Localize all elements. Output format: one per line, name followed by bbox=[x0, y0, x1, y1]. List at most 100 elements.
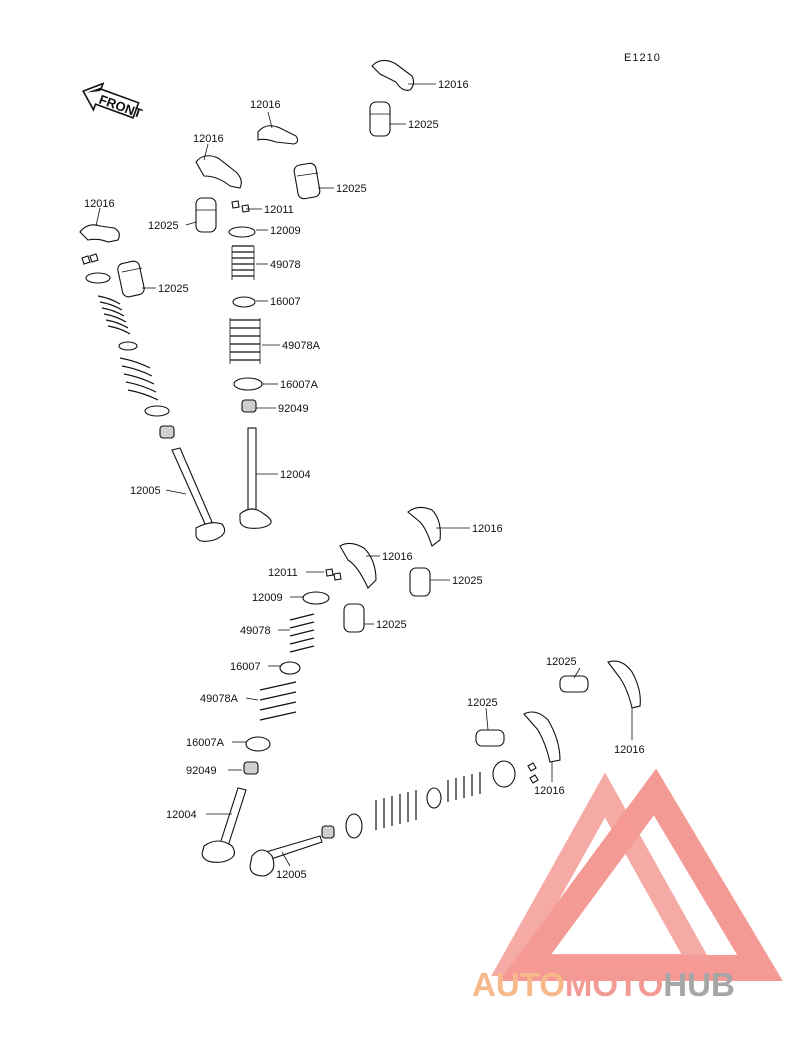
part-label: 12025 bbox=[148, 220, 179, 232]
rocker-arm bbox=[607, 660, 641, 709]
part-label: 12025 bbox=[336, 183, 367, 195]
watermark-logo-mark bbox=[491, 768, 783, 981]
exhaust-valve bbox=[171, 447, 226, 542]
tappet bbox=[559, 675, 589, 693]
upper-left-valve-assembly bbox=[79, 224, 226, 542]
part-label: 12025 bbox=[452, 575, 483, 587]
spring-retainer bbox=[85, 272, 111, 284]
part-label: 16007A bbox=[186, 737, 225, 749]
watermark-moto: MOTO bbox=[565, 966, 663, 1003]
stem-seal bbox=[159, 425, 175, 439]
part-label: 12011 bbox=[264, 204, 294, 216]
spring-seat-lower bbox=[345, 813, 363, 839]
part-label: 12005 bbox=[130, 485, 161, 497]
stem-seal bbox=[321, 825, 335, 839]
part-label: 12016 bbox=[438, 79, 469, 91]
rocker-arm bbox=[371, 59, 415, 91]
part-label: 12004 bbox=[166, 809, 197, 821]
leader-lines bbox=[95, 83, 633, 867]
part-label: 12016 bbox=[534, 785, 565, 797]
part-label: 12009 bbox=[270, 225, 301, 237]
part-label: 16007 bbox=[230, 661, 261, 673]
spring-retainer bbox=[228, 226, 256, 238]
spring-seat bbox=[118, 341, 138, 351]
tappet bbox=[475, 729, 505, 747]
part-label: 49078 bbox=[240, 625, 271, 637]
part-label: 12025 bbox=[158, 283, 189, 295]
tappet bbox=[343, 603, 365, 633]
valve-keeper bbox=[231, 200, 240, 209]
part-labels: 12016 12025 12016 12025 12016 12011 1202… bbox=[84, 79, 645, 881]
lower-left-valve-assembly bbox=[201, 568, 342, 863]
part-label: 12025 bbox=[376, 619, 407, 631]
part-label: 49078A bbox=[200, 693, 239, 705]
inner-spring bbox=[447, 772, 481, 802]
part-label: 12025 bbox=[546, 656, 577, 668]
spring-seat bbox=[232, 296, 256, 308]
part-label: 12016 bbox=[193, 133, 224, 145]
part-label: 12016 bbox=[382, 551, 413, 563]
inner-spring bbox=[231, 245, 255, 280]
rocker-arm bbox=[339, 542, 377, 589]
spring-retainer bbox=[302, 591, 330, 605]
part-label: 12016 bbox=[250, 99, 281, 111]
rocker-arm bbox=[523, 711, 561, 763]
upper-right-parts bbox=[257, 59, 415, 200]
tappet bbox=[293, 162, 321, 200]
part-label: 92049 bbox=[278, 403, 309, 415]
exhaust-valve bbox=[249, 835, 323, 877]
part-label: 92049 bbox=[186, 765, 217, 777]
stem-seal bbox=[241, 399, 257, 413]
rocker-arm bbox=[79, 224, 120, 243]
part-label: 16007 bbox=[270, 296, 301, 308]
part-label: 12016 bbox=[614, 744, 645, 756]
part-label: 12016 bbox=[84, 198, 115, 210]
inner-spring bbox=[289, 613, 315, 653]
spring-seat-lower bbox=[144, 405, 170, 417]
rocker-arm bbox=[257, 125, 299, 145]
tappet bbox=[409, 567, 431, 597]
lower-right-valve-assembly bbox=[249, 660, 641, 877]
front-arrow: FRONT bbox=[82, 82, 144, 121]
figure-code: E1210 bbox=[624, 52, 661, 64]
valve-keepers bbox=[527, 762, 539, 784]
part-label: 12025 bbox=[408, 119, 439, 131]
spring-seat bbox=[426, 787, 442, 809]
tappet bbox=[117, 260, 145, 298]
watermark: AUTOMOTOHUB bbox=[472, 768, 783, 1003]
spring-seat-lower bbox=[233, 377, 263, 391]
outer-spring bbox=[375, 790, 417, 830]
upper-center-valve-assembly bbox=[195, 155, 272, 529]
watermark-text: AUTOMOTOHUB bbox=[472, 966, 735, 1003]
part-label: 12005 bbox=[276, 869, 307, 881]
watermark-auto: AUTO bbox=[472, 966, 565, 1003]
intake-valve bbox=[239, 427, 272, 529]
part-label: 12004 bbox=[280, 469, 311, 481]
rocker-arm bbox=[407, 506, 441, 547]
valve-keepers bbox=[81, 253, 99, 265]
spring-retainer bbox=[492, 760, 516, 788]
part-label: 49078 bbox=[270, 259, 301, 271]
part-label: 49078A bbox=[282, 340, 321, 352]
part-label: 16007A bbox=[280, 379, 319, 391]
part-label: 12025 bbox=[467, 697, 498, 709]
spring-seat-lower bbox=[245, 736, 271, 752]
inner-spring bbox=[97, 295, 131, 335]
middle-right-parts bbox=[339, 506, 441, 633]
outer-spring bbox=[259, 681, 297, 721]
part-label: 12011 bbox=[268, 567, 298, 579]
valve-keepers bbox=[325, 568, 342, 581]
watermark-hub: HUB bbox=[663, 966, 735, 1003]
intake-valve bbox=[201, 787, 247, 863]
valve-keeper bbox=[241, 204, 250, 213]
outer-spring bbox=[119, 357, 159, 401]
tappet bbox=[195, 197, 217, 233]
stem-seal bbox=[243, 761, 259, 775]
rocker-arm bbox=[195, 155, 242, 189]
part-label: 12016 bbox=[472, 523, 503, 535]
part-label: 12009 bbox=[252, 592, 283, 604]
spring-seat bbox=[279, 661, 301, 675]
outer-spring bbox=[229, 318, 261, 364]
tappet bbox=[369, 101, 391, 137]
